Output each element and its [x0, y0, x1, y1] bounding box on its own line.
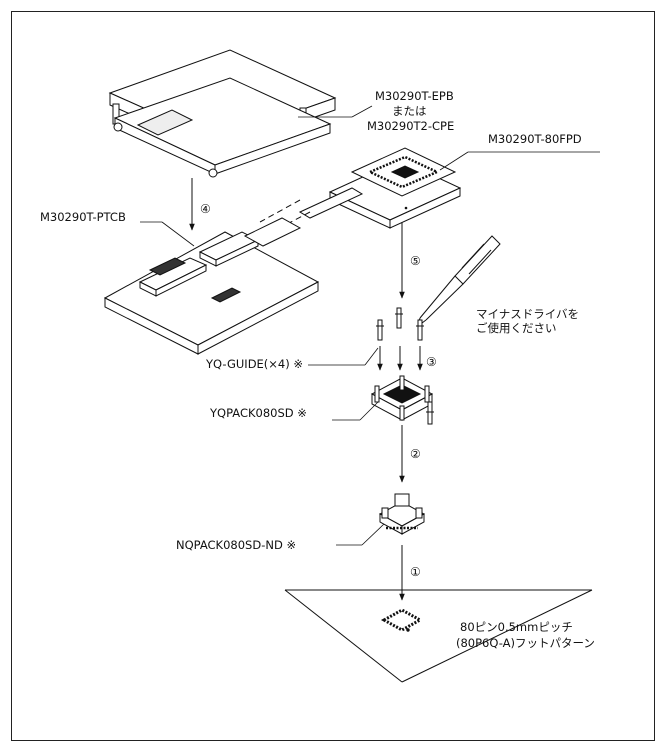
- label-nqpack: NQPACK080SD-ND ※: [176, 538, 296, 552]
- board-ptcb: [103, 217, 320, 355]
- emulator-board-epb: [108, 49, 337, 178]
- label-foot-1: 80ピン0.5mmピッチ: [460, 620, 573, 634]
- step-1: ①: [410, 565, 421, 579]
- yq-guide-pins: [376, 307, 424, 341]
- foot-pattern-plane: [284, 589, 593, 683]
- label-cpe: M30290T2-CPE: [367, 119, 454, 133]
- step-4: ④: [200, 202, 211, 216]
- yqpack-socket: [370, 375, 434, 425]
- step-5: ⑤: [410, 254, 421, 268]
- step-3: ③: [426, 355, 437, 369]
- step-2: ②: [410, 447, 421, 461]
- nqpack-socket: [378, 493, 426, 535]
- label-fpd: M30290T-80FPD: [488, 132, 582, 146]
- label-yq-guide: YQ-GUIDE(×4) ※: [205, 357, 303, 371]
- label-foot-2: (80P6Q-A)フットパターン: [456, 636, 595, 650]
- label-driver-1: マイナスドライバを: [476, 307, 579, 321]
- label-or: または: [392, 104, 427, 118]
- converter-80fpd: [298, 147, 462, 229]
- label-epb: M30290T-EPB: [375, 89, 454, 103]
- label-ptcb: M30290T-PTCB: [40, 210, 126, 224]
- label-yqpack: YQPACK080SD ※: [209, 406, 307, 420]
- label-driver-2: ご使用ください: [476, 321, 557, 335]
